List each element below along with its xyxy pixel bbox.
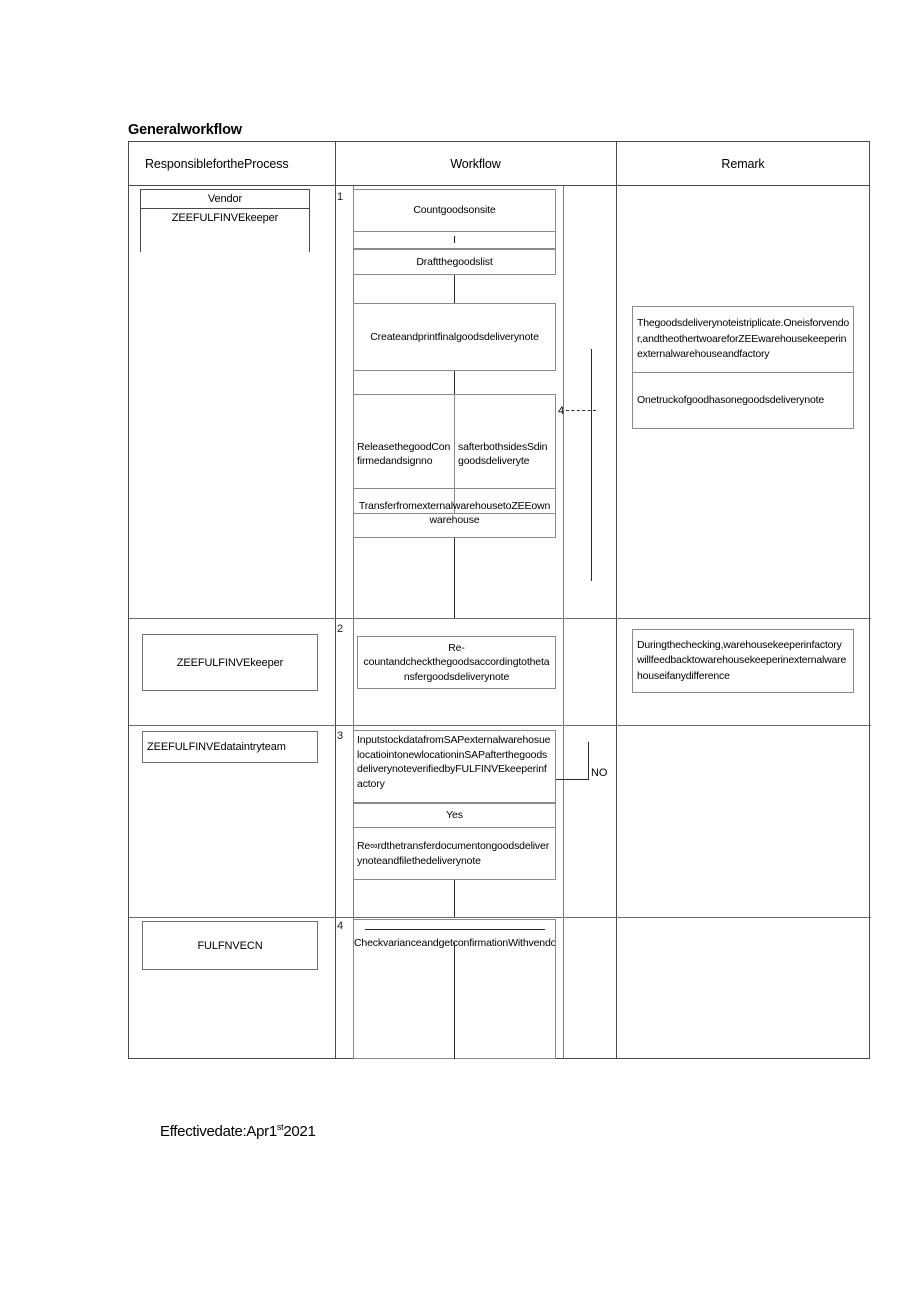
effective-date: Effectivedate:Apr1st2021 — [160, 1122, 316, 1140]
step-number-3: 3 — [337, 730, 344, 742]
workflow-table: ResponsiblefortheProcess Workflow Remark… — [128, 141, 871, 1059]
row-separator-3 — [129, 917, 871, 918]
row-separator-2 — [129, 725, 871, 726]
table-header-row: ResponsiblefortheProcess Workflow Remark — [129, 142, 869, 186]
process-box-create-print-note: Createandprintfinalgoodsdeliverynote — [353, 303, 556, 371]
no-branch-vertical — [588, 742, 589, 780]
connector-line-5 — [454, 942, 455, 1059]
remark-box-one-truck: Onetruckofgoodhasonegoodsdeliverynote — [632, 373, 854, 429]
dashed-connector — [566, 410, 596, 411]
header-remark: Remark — [721, 157, 765, 171]
step-number-2: 2 — [337, 623, 344, 635]
process-box-yes-label: Yes — [353, 803, 556, 828]
connector-line-1 — [454, 275, 455, 303]
step-number-4: 4 — [337, 920, 344, 932]
responsible-subcaption-1: ZEEFULFINVEkeeper — [141, 208, 309, 227]
process-box-both-sides-signed: safterbothsidesSdingoodsdeliveryte — [454, 394, 556, 514]
process-box-record-transfer-doc: Re∞rdthetransferdocumentongoodsdeliveryn… — [353, 828, 556, 880]
process-box-recount-check: Re-countandcheckthegoodsaccordingtotheta… — [357, 636, 556, 689]
responsible-box-4: FULFNVECN — [142, 921, 318, 970]
column-divider-workflow-remark — [616, 142, 617, 1058]
connector-label-4: 4 — [558, 405, 565, 417]
page-title: Generalworkflow — [128, 122, 242, 138]
effective-date-prefix: Effectivedate:Apr1 — [160, 1123, 277, 1140]
responsible-group-1: Vendor ZEEFULFINVEkeeper — [140, 189, 310, 252]
check-variance-label: CheckvarianceandgetconfirmationWithvendo… — [354, 937, 556, 949]
workflow-gutter-divider — [353, 186, 354, 1058]
process-box-count-goods: Countgoodsonsite — [353, 189, 556, 232]
process-box-transfer-warehouse: TransferfromexternalwarehousetoZEEownwar… — [353, 488, 556, 538]
script-k-glyph: k — [449, 920, 459, 921]
effective-date-ordinal: st — [276, 1122, 284, 1132]
return-path-line — [591, 349, 592, 581]
workflow-right-divider — [563, 186, 564, 1058]
header-workflow: Workflow — [450, 157, 501, 171]
row-separator-1 — [129, 618, 871, 619]
header-responsible: ResponsiblefortheProcess — [145, 157, 289, 171]
connector-line-4 — [454, 880, 455, 917]
step-number-1: 1 — [337, 191, 344, 203]
connector-line-3 — [454, 538, 455, 618]
process-box-release-goods: ReleasethegoodConfirmedandsignno — [353, 394, 454, 514]
decision-label-no: NO — [591, 767, 608, 779]
no-branch-horizontal — [556, 779, 589, 780]
effective-date-year: 2021 — [283, 1123, 316, 1140]
column-divider-responsible-workflow — [335, 142, 336, 1058]
process-box-input-stock-data: InputstockdatafromSAPexternalwarehosuelo… — [353, 730, 556, 803]
responsible-box-2: ZEEFULFINVEkeeper — [142, 634, 318, 691]
remark-box-feedback: Duringthechecking,warehousekeeperinfacto… — [632, 629, 854, 693]
responsible-box-3: ZEEFULFINVEdataintryteam — [142, 731, 318, 763]
process-box-draft-goods-list: Draftthegoodslist — [353, 249, 556, 275]
remark-box-triplicate: Thegoodsdeliverynoteistriplicate.Oneisfo… — [632, 306, 854, 373]
responsible-caption-1: Vendor — [207, 193, 243, 205]
process-box-connector-marker: I — [353, 232, 556, 249]
